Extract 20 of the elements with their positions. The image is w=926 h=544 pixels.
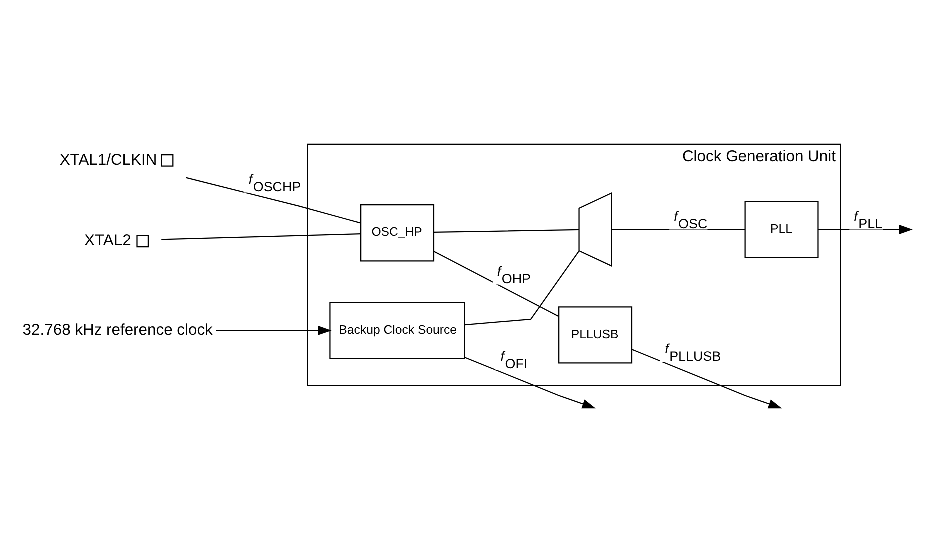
node-label: XTAL2 [84, 232, 132, 250]
node-box [136, 235, 150, 248]
arrow [465, 357, 596, 409]
node-box: PLL [744, 201, 819, 258]
connector [464, 251, 580, 326]
node-trapezoid [578, 192, 612, 268]
connector [612, 229, 746, 230]
node-box: Backup Clock Source [330, 302, 466, 360]
node-box [161, 154, 174, 167]
node-label: XTAL1/CLKIN [60, 152, 158, 169]
connector [162, 234, 361, 240]
connector [186, 177, 361, 224]
arrow [216, 326, 332, 336]
node-text: 32.768 kHz reference clock [22, 322, 213, 339]
arrow [818, 225, 913, 234]
connector [434, 251, 560, 318]
node-box: PLLUSB [558, 306, 633, 364]
node-box: OSC_HP [360, 204, 435, 262]
connector [434, 229, 580, 234]
arrow [632, 349, 782, 409]
